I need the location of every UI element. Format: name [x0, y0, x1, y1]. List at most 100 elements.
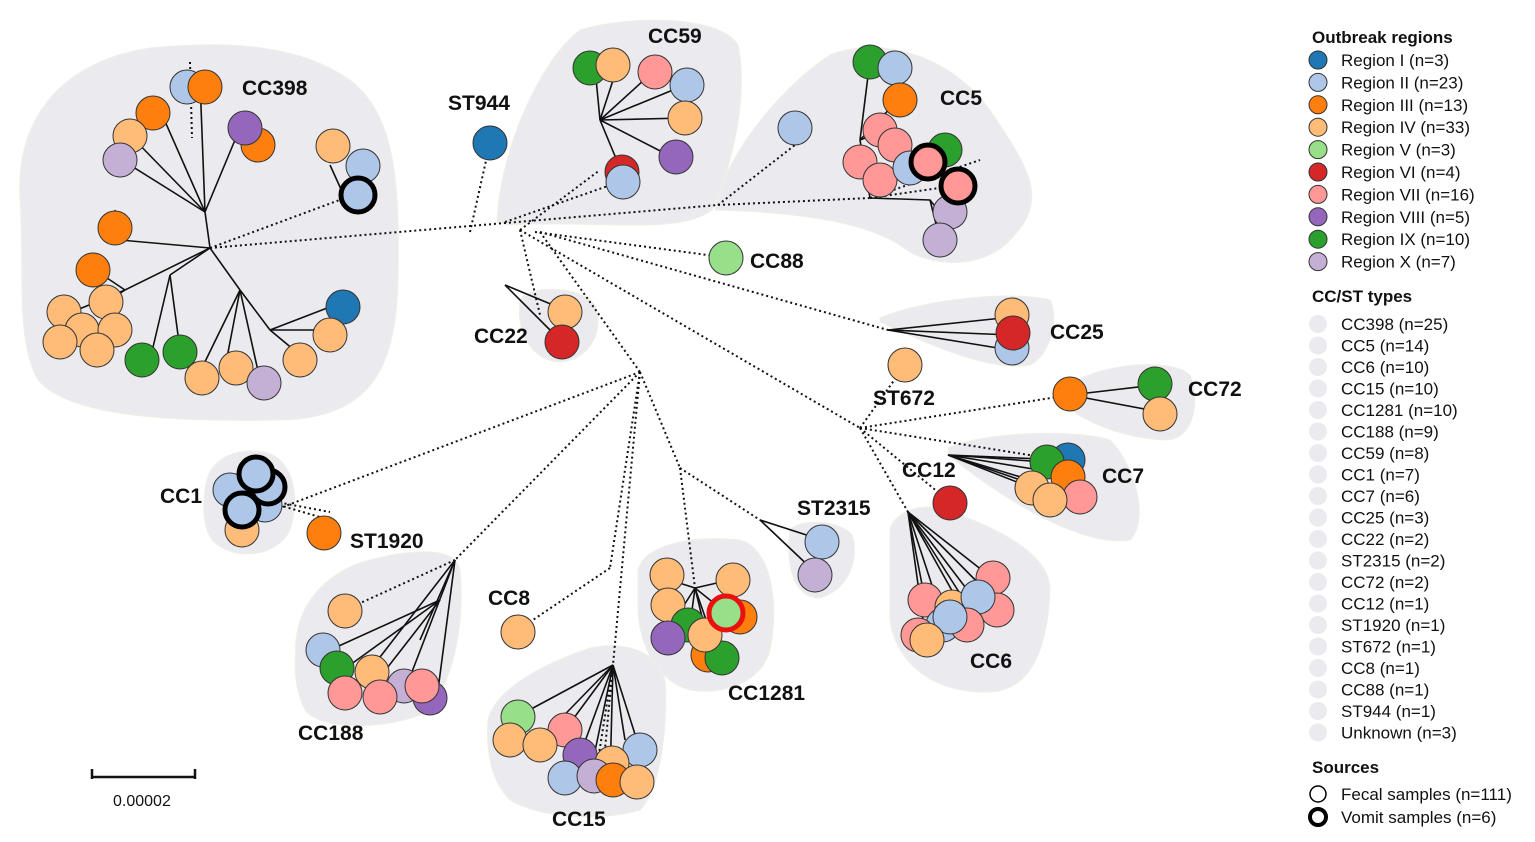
legend-region-swatch	[1308, 184, 1328, 204]
legend-type-swatch	[1309, 315, 1327, 333]
legend-region-label: Region III (n=13)	[1341, 96, 1468, 115]
legend-region-swatch	[1308, 117, 1328, 137]
label-cc398: CC398	[242, 77, 308, 100]
legend-type-label: ST672 (n=1)	[1341, 638, 1436, 657]
legend-type-swatch	[1309, 573, 1327, 591]
nodes-st2315	[797, 524, 840, 593]
legend-region-label: Region X (n=7)	[1341, 253, 1456, 272]
tree-nodes	[42, 44, 1178, 800]
legend-type-swatch	[1309, 594, 1327, 613]
legend-region-swatch	[1308, 207, 1328, 227]
legend-sources: Fecal samples (n=111)Vomit samples (n=6)	[1308, 785, 1512, 827]
legend-region-label: Region VIII (n=5)	[1341, 208, 1470, 227]
legend-type-swatch	[1309, 551, 1327, 570]
legend-type-label: ST2315 (n=2)	[1341, 552, 1445, 571]
legend-type-label: CC7 (n=6)	[1341, 487, 1420, 506]
legend-source-fecal-swatch	[1309, 785, 1327, 803]
legend-type-swatch	[1309, 680, 1327, 699]
legend-region-swatch	[1308, 72, 1328, 92]
legend-source-vomit-swatch	[1308, 807, 1328, 827]
legend-type-swatch	[1309, 422, 1327, 441]
legend-region-swatch	[1308, 162, 1328, 182]
nodes-cc7	[1014, 442, 1098, 518]
legend-region-label: Region VII (n=16)	[1341, 185, 1475, 204]
node-st672	[887, 347, 923, 383]
label-cc88: CC88	[750, 250, 804, 273]
label-cc5: CC5	[940, 87, 982, 110]
scale-bar-label: 0.00002	[113, 793, 171, 810]
legend-region-swatch	[1308, 229, 1328, 249]
legend-type-swatch	[1309, 616, 1327, 634]
scale-bar	[90, 769, 197, 779]
legend-region-swatch	[1308, 95, 1328, 115]
legend-region-label: Region IV (n=33)	[1341, 118, 1470, 137]
label-st672: ST672	[873, 387, 935, 410]
node-cc88	[708, 240, 744, 276]
label-st944: ST944	[448, 92, 510, 115]
legend-type-label: CC25 (n=3)	[1341, 509, 1429, 528]
legend-type-label: CC12 (n=1)	[1341, 595, 1429, 614]
label-cc6: CC6	[970, 650, 1012, 673]
legend-region-label: Region IX (n=10)	[1341, 230, 1470, 249]
legend-type-label: ST944 (n=1)	[1341, 702, 1436, 721]
legend-region-swatch	[1308, 140, 1328, 160]
legend-type-label: CC6 (n=10)	[1341, 358, 1429, 377]
legend-type-label: CC15 (n=10)	[1341, 380, 1439, 399]
legend-type-label: CC8 (n=1)	[1341, 659, 1420, 678]
label-cc8: CC8	[488, 587, 530, 610]
legend-type-label: ST1920 (n=1)	[1341, 616, 1445, 635]
label-cc1281: CC1281	[728, 682, 805, 705]
nodes-cc6	[900, 560, 1015, 658]
legend-region-swatch	[1308, 50, 1328, 70]
nodes-cc25	[994, 297, 1031, 366]
legend-sources-title: Sources	[1312, 758, 1379, 777]
legend-type-label: Unknown (n=3)	[1341, 724, 1457, 743]
legend-type-swatch	[1309, 401, 1327, 419]
legend-type-swatch	[1309, 530, 1327, 548]
legend-regions: Region I (n=3)Region II (n=23)Region III…	[1308, 50, 1475, 272]
nodes-cc72	[1052, 366, 1178, 432]
node-cc8	[500, 614, 536, 650]
label-cc22: CC22	[474, 325, 528, 348]
legend-type-label: CC188 (n=9)	[1341, 423, 1439, 442]
label-st2315: ST2315	[797, 497, 871, 520]
node-st944	[472, 125, 508, 161]
label-st1920: ST1920	[350, 530, 424, 553]
legend-type-swatch	[1309, 659, 1327, 677]
legend-type-swatch	[1309, 336, 1327, 355]
legend-type-swatch	[1309, 465, 1327, 484]
legend-region-swatch	[1308, 252, 1328, 272]
label-cc72: CC72	[1188, 378, 1242, 401]
legend-type-label: CC5 (n=14)	[1341, 337, 1429, 356]
legend-type-label: CC88 (n=1)	[1341, 681, 1429, 700]
label-cc12: CC12	[902, 459, 956, 482]
legend-regions-title: Outbreak regions	[1312, 28, 1453, 47]
label-cc59: CC59	[648, 25, 702, 48]
label-cc188: CC188	[298, 722, 364, 745]
legend-type-swatch	[1309, 379, 1327, 398]
legend-types-title: CC/ST types	[1312, 287, 1412, 306]
legend-type-label: CC59 (n=8)	[1341, 444, 1429, 463]
legend-region-label: Region II (n=23)	[1341, 73, 1463, 92]
node-st1920	[306, 515, 342, 551]
legend-type-label: CC1 (n=7)	[1341, 466, 1420, 485]
cluster-labels: CC398 ST944 CC59 CC5 CC88 CC22 CC25 ST67…	[160, 25, 1242, 831]
legend-types: CC398 (n=25) CC5 (n=14) CC6 (n=10) CC15 (n=…	[1309, 315, 1458, 743]
legend-type-swatch	[1309, 487, 1327, 505]
legend-type-swatch	[1309, 702, 1327, 720]
nodes-cc59	[572, 47, 705, 200]
legend-type-swatch	[1309, 444, 1327, 462]
legend-source-label: Vomit samples (n=6)	[1341, 808, 1496, 827]
legend: Outbreak regions Region I (n=3)Region II…	[1308, 28, 1512, 827]
legend-type-swatch	[1309, 723, 1327, 742]
legend-type-swatch	[1309, 358, 1327, 376]
label-cc25: CC25	[1050, 321, 1104, 344]
legend-type-label: CC398 (n=25)	[1341, 315, 1448, 334]
label-cc7: CC7	[1102, 465, 1144, 488]
nodes-cc398	[42, 69, 381, 401]
nodes-cc1	[212, 454, 288, 548]
legend-region-label: Region V (n=3)	[1341, 141, 1456, 160]
cluster-hulls	[19, 19, 1196, 818]
nodes-cc5	[777, 44, 978, 258]
